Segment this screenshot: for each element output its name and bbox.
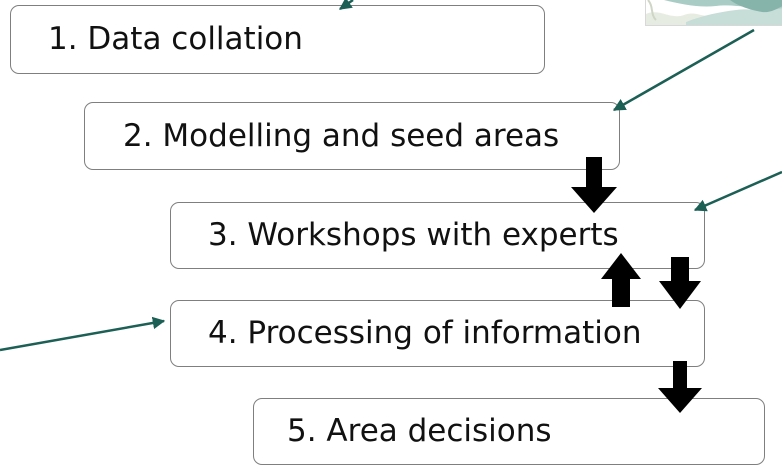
pointer-arrow-from-map bbox=[612, 28, 755, 112]
step-box-workshops-with-experts: 3. Workshops with experts bbox=[170, 202, 705, 269]
step-box-data-collation: 1. Data collation bbox=[10, 5, 545, 74]
step-box-modelling-seed-areas: 2. Modelling and seed areas bbox=[84, 102, 620, 170]
step-box-processing-of-information: 4. Processing of information bbox=[170, 300, 705, 367]
pointer-arrow-from-right bbox=[693, 170, 782, 212]
flow-arrow-2-to-3 bbox=[571, 157, 617, 213]
step-label: 5. Area decisions bbox=[287, 413, 552, 449]
pointer-arrow-from-left bbox=[0, 316, 166, 352]
step-label: 3. Workshops with experts bbox=[208, 217, 619, 253]
pointer-arrow-from-top bbox=[338, 0, 354, 11]
step-label: 1. Data collation bbox=[48, 21, 303, 57]
map-thumbnail-image bbox=[645, 0, 782, 26]
flow-arrow-4-to-5 bbox=[658, 361, 702, 413]
step-label: 2. Modelling and seed areas bbox=[123, 117, 560, 154]
flow-arrow-4-to-3 bbox=[601, 253, 641, 307]
flow-arrow-3-to-4 bbox=[659, 257, 701, 309]
step-label: 4. Processing of information bbox=[208, 315, 642, 351]
